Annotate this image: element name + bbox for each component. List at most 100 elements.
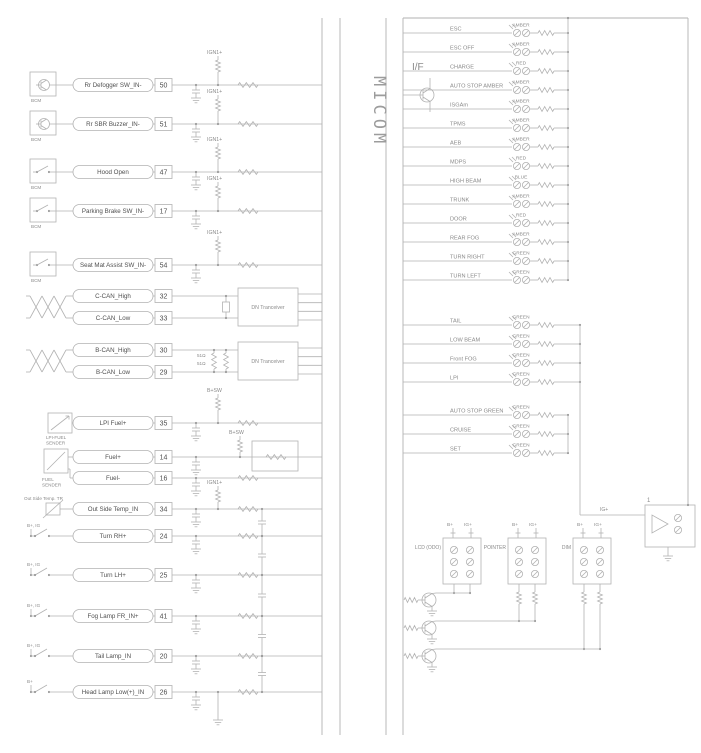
junction-dot <box>194 170 198 174</box>
led-icon <box>674 526 683 535</box>
led-icon <box>522 199 531 208</box>
indicator-label: CRUISE <box>450 428 471 434</box>
resistor-icon <box>537 143 555 151</box>
junction-dot <box>216 690 220 694</box>
led-icon <box>522 429 531 438</box>
photocoupler: 1 <box>644 498 696 562</box>
power-label: IG+ <box>529 522 537 528</box>
indicator-label: MDPS <box>450 160 466 166</box>
led-icon <box>523 49 529 55</box>
pin-number: 35 <box>160 421 168 428</box>
opamp-icon <box>651 514 669 534</box>
indicator-label: Front FOG <box>450 357 477 363</box>
twisted-pair-icon <box>29 295 43 319</box>
signal-label: Fuel+ <box>105 454 121 461</box>
transistor-icon <box>424 649 433 655</box>
resistor-icon <box>537 411 555 419</box>
led-arrow-icon <box>508 316 514 322</box>
signal-label: Rr Defogger SW_IN- <box>84 82 141 89</box>
led-icon <box>675 527 681 533</box>
indicator-row: ESC OFF AMBER <box>403 42 570 57</box>
misc-passives <box>213 440 299 726</box>
resistor-icon <box>537 340 555 348</box>
led-icon <box>522 105 531 114</box>
junction-dot <box>194 83 198 87</box>
junction-dot <box>566 16 570 20</box>
led-icon <box>467 559 473 565</box>
led-arrow-icon <box>508 24 514 30</box>
indicator-label: AUTO STOP AMBER <box>450 84 503 90</box>
led-arrow-icon <box>511 443 517 449</box>
pin-number: 26 <box>160 690 168 697</box>
lamp-block-box <box>572 537 612 585</box>
if-label: I/F <box>412 62 424 73</box>
led-icon <box>522 237 531 246</box>
indicator-label: ESC OFF <box>450 46 475 52</box>
led-icon <box>516 547 522 553</box>
led-icon <box>513 161 522 170</box>
led-icon <box>465 570 474 579</box>
pin-number: 25 <box>160 573 168 580</box>
power-label: B+ <box>447 522 453 528</box>
led-arrow-icon <box>508 444 514 450</box>
led-icon <box>514 379 520 385</box>
indicator-color-label: GREEN <box>512 251 530 257</box>
led-arrow-icon <box>508 373 514 379</box>
led-icon <box>514 277 520 283</box>
pin-number: 33 <box>160 316 168 323</box>
icon-label: BCM <box>31 278 41 283</box>
junction-dot <box>238 455 242 459</box>
signal-label: Head Lamp Low(+)_IN <box>82 689 144 696</box>
resistor-icon <box>237 261 259 269</box>
resistor-icon <box>537 124 555 132</box>
led-icon <box>513 339 522 348</box>
lamp-block-label: DIM <box>562 545 571 551</box>
junction-dot <box>260 614 264 618</box>
led-icon <box>451 547 457 553</box>
resistor-icon <box>237 168 259 176</box>
net-label: IGN1+ <box>207 137 222 143</box>
led-icon <box>522 86 531 95</box>
icon-label: FUEL <box>42 477 54 482</box>
transistor-icon <box>424 629 433 635</box>
photocoupler-label: 1 <box>647 498 651 504</box>
pin-number: 41 <box>160 614 168 621</box>
wire <box>431 592 437 594</box>
net-label: IGN1+ <box>207 480 222 486</box>
icon-label: BCM <box>31 224 41 229</box>
icon-label: SENDER <box>42 483 62 488</box>
resistor-icon <box>537 430 555 438</box>
resistor-icon <box>537 67 555 75</box>
pin-number: 20 <box>160 654 168 661</box>
transistor-icon <box>40 118 47 123</box>
indicator-label: REAR FOG <box>450 236 479 242</box>
led-icon <box>532 547 538 553</box>
icon-label: Out Side Temp. TR <box>24 496 64 501</box>
signal-label: Parking Brake SW_IN- <box>82 208 144 215</box>
led-icon <box>514 49 520 55</box>
twisted-pair-icon <box>29 349 43 373</box>
led-icon <box>523 239 529 245</box>
net-label: IGN1+ <box>207 176 222 182</box>
led-icon <box>467 547 473 553</box>
resistor-icon <box>236 439 244 453</box>
indicator-color-label: AMBER <box>512 42 530 48</box>
led-icon <box>513 180 522 189</box>
indicator-color-label: RED <box>516 213 527 219</box>
pin-number: 54 <box>160 263 168 270</box>
power-label: IG+ <box>464 522 472 528</box>
switch-icon <box>34 528 48 537</box>
led-icon <box>522 48 531 57</box>
led-arrow-icon <box>508 271 514 277</box>
indicator-label: TRUNK <box>450 198 470 204</box>
pin-number: 24 <box>160 534 168 541</box>
junction-dot <box>224 294 228 298</box>
led-icon <box>522 448 531 457</box>
led-icon <box>514 201 520 207</box>
led-icon <box>514 30 520 36</box>
led-icon <box>513 124 522 133</box>
